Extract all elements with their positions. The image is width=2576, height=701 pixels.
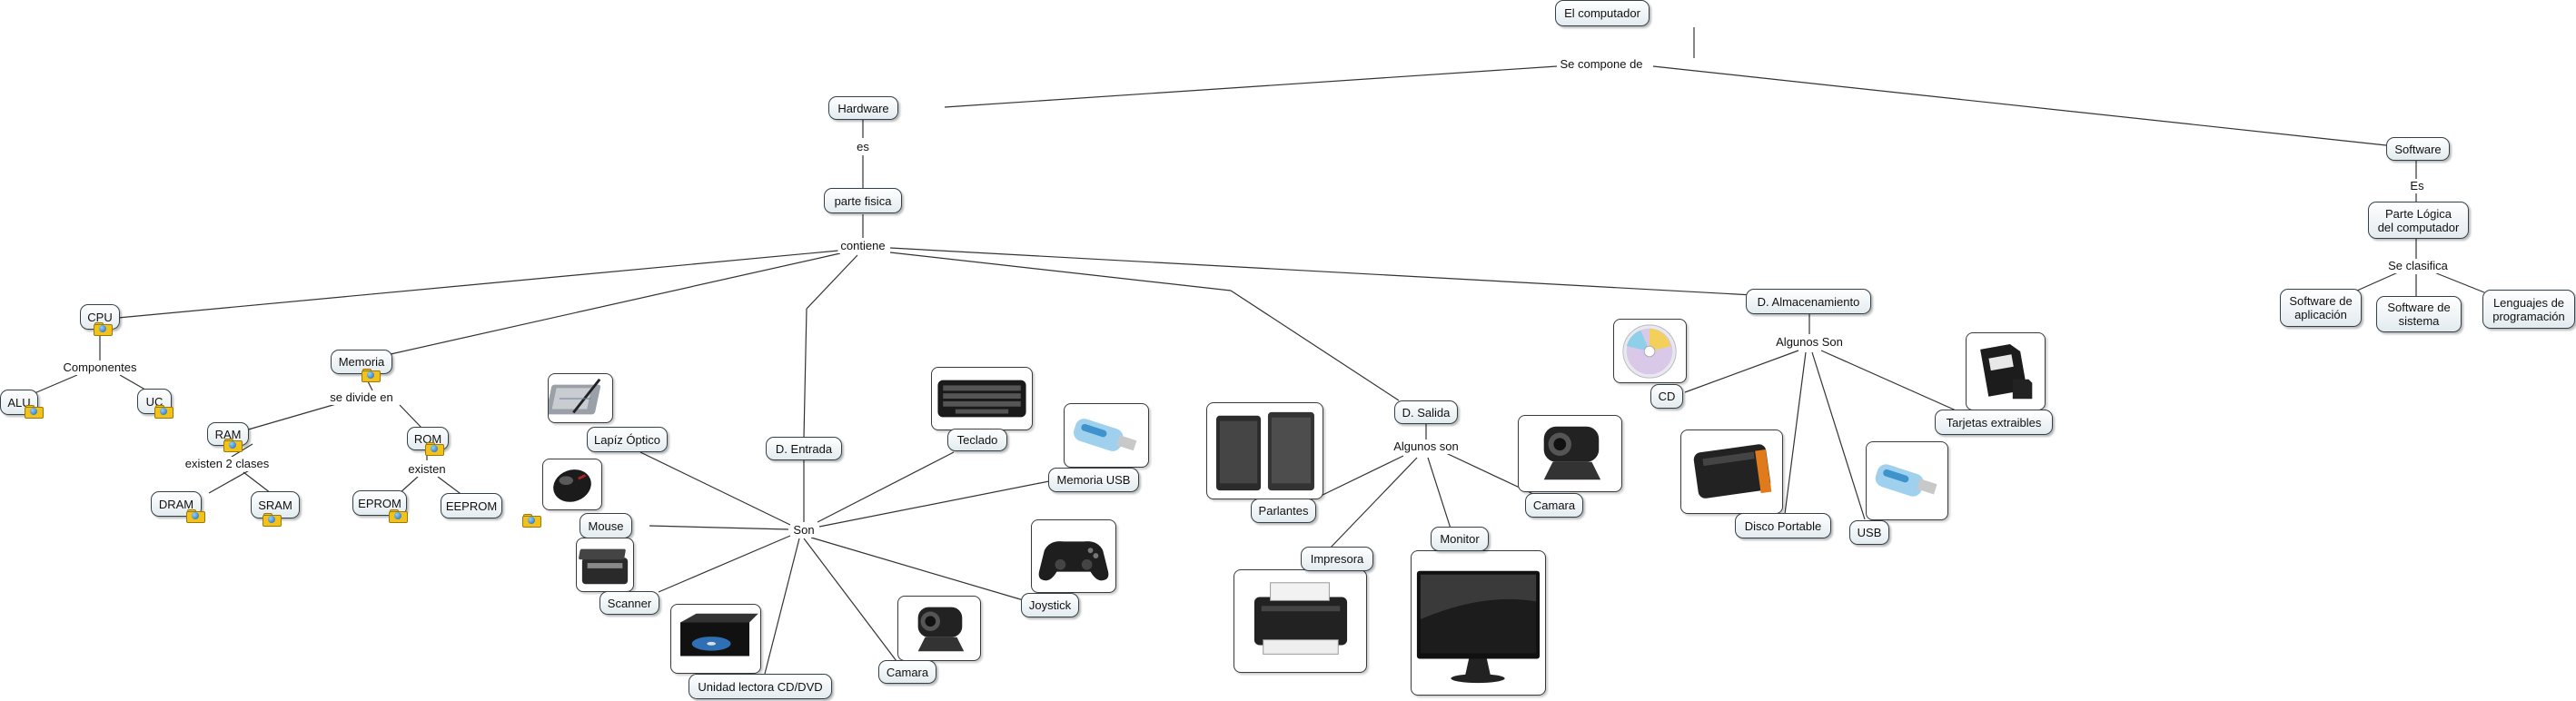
link-es-software: Es [2407, 179, 2427, 193]
concept-d-almacenamiento[interactable]: D. Almacenamiento [1746, 289, 1871, 314]
concept-monitor[interactable]: Monitor [1431, 527, 1489, 551]
link-es: es [854, 140, 872, 154]
keyboard-image [931, 367, 1033, 430]
concept-parlantes[interactable]: Parlantes [1251, 499, 1316, 523]
resource-folder-icon[interactable] [154, 405, 173, 419]
link-algunos-son-salida: Algunos son [1391, 439, 1461, 454]
concept-mouse[interactable]: Mouse [580, 513, 632, 538]
concept-tarjetas-extraibles[interactable]: Tarjetas extraibles [1935, 410, 2053, 435]
concept-d-entrada[interactable]: D. Entrada [766, 437, 842, 460]
webcam-image [897, 596, 981, 661]
concept-unidad-lectora[interactable]: Unidad lectora CD/DVD [689, 674, 832, 699]
concept-impresora[interactable]: Impresora [1301, 547, 1373, 571]
concept-lapiz-optico[interactable]: Lapíz Óptico [587, 427, 668, 452]
link-se-divide-en: se divide en [327, 390, 396, 405]
concept-parte-fisica[interactable]: parte fisica [824, 188, 902, 213]
concept-scanner[interactable]: Scanner [599, 591, 659, 615]
concept-memoria[interactable]: Memoria [331, 350, 392, 374]
concept-software-sistema[interactable]: Software de sistema [2376, 296, 2462, 332]
link-componentes: Componentes [60, 360, 140, 375]
link-se-clasifica: Se clasifica [2385, 259, 2451, 273]
resource-folder-icon[interactable] [25, 405, 44, 419]
usb-drive-image [1064, 403, 1149, 468]
resource-folder-icon[interactable] [362, 369, 381, 382]
portable-disk-image [1680, 429, 1783, 514]
monitor-image [1411, 550, 1546, 696]
concept-software[interactable]: Software [2386, 137, 2450, 161]
concept-software-aplicacion[interactable]: Software de aplicación [2280, 289, 2362, 327]
link-algunos-son-almacen: Algunos Son [1773, 335, 1846, 350]
concept-joystick[interactable]: Joystick [1021, 593, 1079, 617]
concept-alu[interactable]: ALU [0, 390, 38, 415]
scanner-image [576, 538, 634, 592]
concept-disco-portable[interactable]: Disco Portable [1735, 513, 1831, 538]
resource-folder-icon[interactable] [389, 509, 408, 523]
concept-usb[interactable]: USB [1849, 520, 1889, 545]
link-son: Son [790, 523, 817, 538]
concept-eeprom[interactable]: EEPROM [441, 493, 502, 518]
resource-folder-icon[interactable] [223, 439, 243, 452]
link-existen: existen [405, 462, 449, 477]
concept-camara-salida[interactable]: Camara [1525, 493, 1583, 518]
concept-hardware[interactable]: Hardware [828, 96, 898, 120]
concept-eprom[interactable]: EPROM [352, 490, 407, 516]
usb-drive-image [1866, 441, 1948, 520]
concept-memoria-usb[interactable]: Memoria USB [1048, 468, 1139, 492]
link-contiene: contiene [837, 239, 888, 253]
tablet-pen-image [548, 373, 613, 423]
mouse-image [542, 459, 602, 510]
sd-card-image [1966, 332, 2046, 410]
printer-image [1234, 569, 1367, 673]
concept-el-computador[interactable]: El computador [1555, 0, 1650, 26]
concept-lenguajes-programacion[interactable]: Lenguajes de programación [2482, 290, 2575, 329]
dvd-drive-image [670, 604, 761, 674]
concept-parte-logica[interactable]: Parte Lógica del computador [2368, 202, 2469, 239]
resource-folder-icon[interactable] [522, 514, 541, 528]
resource-folder-icon[interactable] [425, 442, 444, 456]
concept-d-salida[interactable]: D. Salida [1394, 400, 1458, 424]
resource-folder-icon[interactable] [186, 509, 205, 523]
concept-camara-entrada[interactable]: Camara [878, 660, 936, 684]
concept-cd[interactable]: CD [1650, 384, 1683, 409]
gamepad-image [1031, 519, 1116, 593]
webcam-image [1518, 415, 1622, 492]
cd-disc-image [1613, 319, 1687, 383]
speakers-image [1206, 402, 1323, 499]
link-se-compone-de: Se compone de [1557, 57, 1646, 72]
concept-teclado[interactable]: Teclado [947, 429, 1007, 451]
resource-folder-icon[interactable] [94, 322, 113, 336]
link-existen-2-clases: existen 2 clases [182, 457, 272, 471]
resource-folder-icon[interactable] [263, 513, 282, 527]
concept-sram[interactable]: SRAM [251, 491, 300, 518]
